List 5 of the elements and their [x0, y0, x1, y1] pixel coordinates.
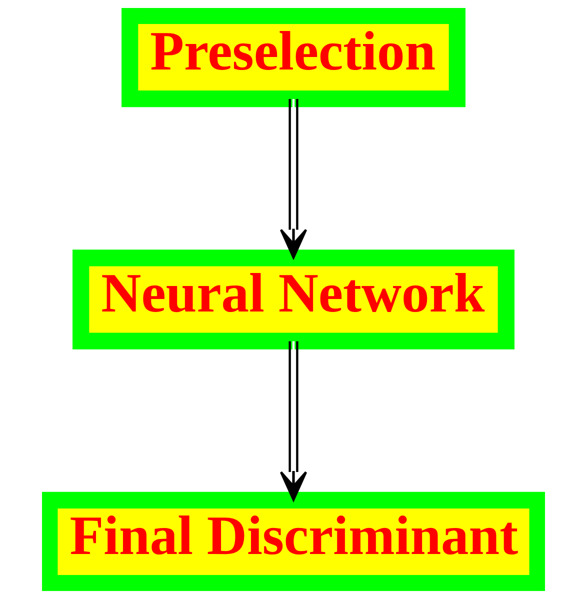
- arrow: [280, 99, 308, 259]
- node-box: Neural Network: [72, 250, 514, 350]
- node-box: Final Discriminant: [42, 492, 545, 591]
- arrow: [280, 341, 308, 501]
- node-box: Preselection: [122, 8, 466, 108]
